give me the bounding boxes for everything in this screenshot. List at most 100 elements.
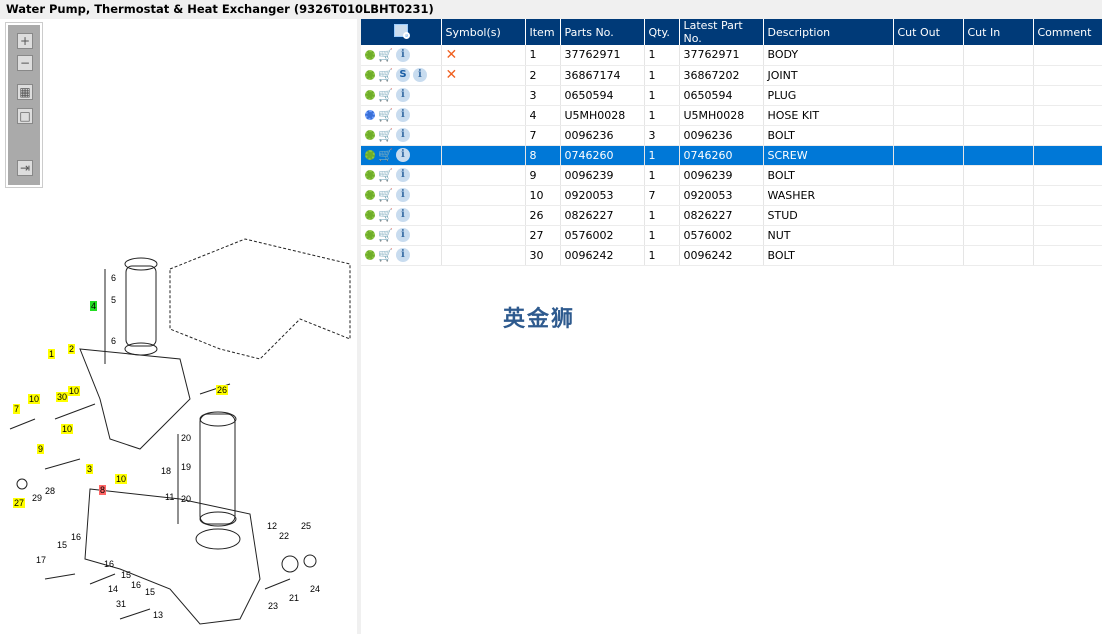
callout-label[interactable]: 2 — [68, 344, 76, 354]
gear-icon[interactable] — [365, 170, 375, 180]
gear-icon[interactable] — [365, 210, 375, 220]
callout-label[interactable]: 31 — [116, 599, 127, 609]
callout-label[interactable]: 15 — [57, 540, 68, 550]
gear-icon[interactable] — [365, 190, 375, 200]
cart-icon[interactable]: 🛒 — [378, 188, 393, 202]
callout-label[interactable]: 14 — [108, 584, 119, 594]
column-header[interactable]: Symbol(s) — [441, 19, 526, 45]
zoom-out-button[interactable]: − — [17, 55, 33, 71]
callout-label[interactable]: 22 — [279, 531, 290, 541]
callout-label[interactable]: 3 — [86, 464, 94, 474]
callout-label[interactable]: 11 — [165, 492, 175, 502]
supersession-icon[interactable]: S — [395, 68, 410, 82]
callout-label[interactable]: 16 — [131, 580, 142, 590]
callout-label[interactable]: 4 — [90, 301, 98, 311]
info-icon[interactable]: i — [395, 148, 410, 162]
actual-size-button[interactable]: □ — [17, 108, 33, 124]
info-icon[interactable]: i — [395, 88, 410, 102]
cart-icon[interactable]: 🛒 — [378, 47, 393, 62]
cart-icon[interactable]: 🛒 — [378, 248, 393, 262]
callout-label[interactable]: 8 — [99, 485, 107, 495]
expand-panel-button[interactable]: ⇥ — [17, 160, 33, 176]
info-icon[interactable]: i — [395, 248, 410, 262]
callout-label[interactable]: 5 — [111, 295, 117, 305]
gear-icon[interactable] — [365, 70, 375, 80]
callout-label[interactable]: 20 — [181, 433, 192, 443]
callout-label[interactable]: 21 — [289, 593, 300, 603]
callout-label[interactable]: 28 — [45, 486, 56, 496]
callout-label[interactable]: 6 — [111, 273, 117, 283]
gear-icon[interactable] — [365, 90, 375, 100]
cart-icon[interactable]: 🛒 — [378, 148, 393, 162]
info-icon[interactable]: i — [395, 188, 410, 202]
cart-icon[interactable]: 🛒 — [378, 228, 393, 242]
callout-label[interactable]: 17 — [36, 555, 47, 565]
callout-label[interactable]: 27 — [13, 498, 26, 508]
fit-view-button[interactable]: ▦ — [17, 84, 33, 100]
callout-label[interactable]: 20 — [181, 494, 192, 504]
callout-label[interactable]: 30 — [56, 392, 69, 402]
cart-icon[interactable]: 🛒 — [378, 128, 393, 142]
cart-icon[interactable]: 🛒 — [378, 208, 393, 222]
info-icon[interactable]: i — [395, 47, 410, 62]
column-header[interactable]: Comment — [1033, 19, 1102, 45]
info-icon[interactable]: i — [395, 168, 410, 182]
cart-icon[interactable]: 🛒 — [378, 88, 393, 102]
callout-label[interactable]: 16 — [71, 532, 82, 542]
callout-label[interactable]: 19 — [181, 462, 192, 472]
column-header-preview[interactable] — [361, 19, 442, 45]
gears-icon[interactable] — [365, 110, 375, 120]
callout-label[interactable]: 10 — [28, 394, 41, 404]
callout-label[interactable]: 10 — [68, 386, 81, 396]
callout-label[interactable]: 25 — [301, 521, 312, 531]
info-icon[interactable]: i — [395, 228, 410, 242]
column-header[interactable]: Description — [763, 19, 894, 45]
gear-icon[interactable] — [365, 230, 375, 240]
column-header[interactable]: Latest Part No. — [679, 19, 764, 45]
preview-search-icon[interactable] — [393, 24, 410, 39]
callout-label[interactable]: 23 — [268, 601, 279, 611]
callout-label[interactable]: 6 — [111, 336, 117, 346]
cart-icon[interactable]: 🛒 — [378, 68, 393, 82]
column-header[interactable]: Item — [525, 19, 561, 45]
callout-label[interactable]: 18 — [161, 466, 172, 476]
callout-label[interactable]: 9 — [37, 444, 45, 454]
info-icon[interactable]: i — [395, 128, 410, 142]
column-header[interactable]: Qty. — [644, 19, 680, 45]
zoom-in-button[interactable]: + — [17, 33, 33, 49]
callout-label[interactable]: 7 — [13, 404, 21, 414]
info-icon[interactable]: i — [395, 208, 410, 222]
cart-icon[interactable]: 🛒 — [378, 108, 393, 122]
gear-icon[interactable] — [365, 130, 375, 140]
callout-label[interactable]: 29 — [32, 493, 43, 503]
callout-label[interactable]: 1 — [48, 349, 56, 359]
callout-label[interactable]: 15 — [121, 570, 132, 580]
callout-label[interactable]: 13 — [153, 610, 164, 620]
column-header[interactable]: Cut In — [963, 19, 1034, 45]
column-header[interactable]: Parts No. — [560, 19, 645, 45]
callout-label[interactable]: 16 — [104, 559, 115, 569]
cart-icon[interactable]: 🛒 — [378, 168, 393, 182]
callout-label[interactable]: 10 — [115, 474, 128, 484]
column-header[interactable]: Cut Out — [893, 19, 964, 45]
callout-label[interactable]: 12 — [267, 521, 278, 531]
callout-label[interactable]: 26 — [216, 385, 229, 395]
callout-label[interactable]: 15 — [145, 587, 156, 597]
gear-icon[interactable] — [365, 250, 375, 260]
gear-icon[interactable] — [365, 49, 375, 60]
callout-label[interactable]: 10 — [61, 424, 74, 434]
info-icon[interactable]: i — [395, 108, 410, 122]
info-icon[interactable]: i — [412, 68, 427, 82]
